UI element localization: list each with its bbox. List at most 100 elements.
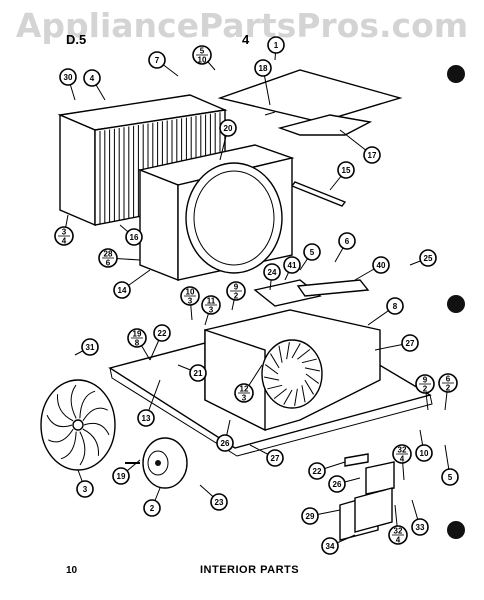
callout-c5c: 5	[441, 468, 459, 486]
callout-number: 30	[64, 73, 73, 82]
callout-c3a: 34	[54, 226, 74, 246]
callout-number: 23	[215, 498, 224, 507]
callout-c25: 25	[419, 249, 437, 267]
binder-hole-bottom	[447, 521, 465, 539]
callout-number: 25	[424, 254, 433, 263]
callout-c15: 15	[337, 161, 355, 179]
callout-number-top: 19	[133, 330, 142, 339]
fan-motor	[125, 437, 188, 489]
callout-c32a: 324	[392, 444, 412, 464]
callout-c9b: 92	[415, 374, 435, 394]
callout-number-bottom: 4	[400, 455, 405, 464]
callout-number-bottom: 3	[242, 394, 247, 403]
callout-number: 31	[86, 343, 95, 352]
callout-c1: 1	[267, 36, 285, 54]
callout-c6a: 6	[338, 232, 356, 250]
callout-number-bottom: 3	[209, 306, 214, 315]
diagram-caption: INTERIOR PARTS	[200, 564, 300, 576]
fan-blade	[40, 379, 116, 471]
callout-number: 3	[83, 485, 88, 494]
callout-c12: 123	[234, 383, 254, 403]
callout-c17: 17	[363, 146, 381, 164]
callout-number: 29	[306, 512, 315, 521]
callout-number-bottom: 10	[198, 56, 207, 65]
callout-c10: 103	[180, 286, 200, 306]
callout-number-top: 32	[394, 527, 403, 536]
callout-number: 22	[158, 329, 167, 338]
callout-number-top: 12	[240, 385, 249, 394]
callout-c41: 41	[283, 256, 301, 274]
air-baffle	[277, 114, 373, 136]
callout-number: 5	[448, 473, 453, 482]
callout-number: 34	[326, 542, 335, 551]
callout-number: 13	[142, 414, 151, 423]
callout-number-bottom: 2	[423, 385, 428, 394]
callout-number: 33	[416, 523, 425, 532]
callout-c24: 24	[263, 263, 281, 281]
page-number: 10	[66, 565, 78, 576]
callout-c26a: 26	[216, 434, 234, 452]
callout-number-top: 9	[423, 376, 428, 385]
callout-number: 16	[130, 233, 139, 242]
callout-number: 5	[310, 248, 315, 257]
binder-hole-top	[447, 65, 465, 83]
callout-number: 21	[194, 369, 203, 378]
callout-c22b: 22	[308, 462, 326, 480]
callout-number: 41	[288, 261, 297, 270]
callout-number-bottom: 2	[234, 292, 239, 301]
callout-c19b: 19	[112, 467, 130, 485]
callout-c28: 286	[98, 248, 118, 268]
callout-number: 14	[118, 286, 127, 295]
callout-number-bottom: 6	[106, 259, 111, 268]
callout-c27b: 27	[266, 449, 284, 467]
callout-c26b: 26	[328, 475, 346, 493]
corner-label-right: 4	[242, 32, 250, 47]
callout-c4: 4	[83, 69, 101, 87]
callout-number: 10	[420, 449, 429, 458]
callout-c40: 40	[372, 256, 390, 274]
callout-number-top: 28	[104, 250, 113, 259]
site-watermark: AppliancePartsPros.com	[15, 6, 469, 45]
callout-c3b: 3	[76, 480, 94, 498]
callout-c23: 23	[210, 493, 228, 511]
callout-c30: 30	[59, 68, 77, 86]
callout-number: 17	[368, 151, 377, 160]
callout-number-bottom: 4	[396, 536, 401, 545]
callout-number-top: 32	[398, 446, 407, 455]
callout-number: 4	[90, 74, 95, 83]
callout-number-top: 9	[234, 283, 239, 292]
callout-number: 24	[268, 268, 277, 277]
callout-number-top: 10	[186, 288, 195, 297]
control-bracket	[253, 279, 370, 307]
callout-c33: 33	[411, 518, 429, 536]
callout-number: 27	[406, 339, 415, 348]
callout-c29: 29	[301, 507, 319, 525]
callout-number-top: 5	[200, 47, 205, 56]
callout-number: 26	[333, 480, 342, 489]
callout-number-bottom: 4	[62, 237, 67, 246]
access-panels	[339, 453, 395, 541]
callout-number: 22	[313, 467, 322, 476]
callout-number-top: 3	[62, 228, 67, 237]
callout-number-bottom: 8	[135, 339, 140, 348]
callout-number: 2	[150, 504, 155, 513]
callout-c8: 8	[386, 297, 404, 315]
callout-number: 7	[155, 56, 160, 65]
callout-number: 40	[377, 261, 386, 270]
callout-number: 8	[393, 302, 398, 311]
fan-shroud	[137, 144, 295, 282]
callout-c27a: 27	[401, 334, 419, 352]
callout-c34: 34	[321, 537, 339, 555]
callout-c14: 14	[113, 281, 131, 299]
callout-c16: 16	[125, 228, 143, 246]
callout-c2: 2	[143, 499, 161, 517]
callout-number-bottom: 3	[188, 297, 193, 306]
callout-c9a: 92	[226, 281, 246, 301]
side-rail	[290, 181, 347, 207]
callout-c5b: 5	[303, 243, 321, 261]
callout-c20: 20	[219, 119, 237, 137]
callout-number: 27	[271, 454, 280, 463]
callout-c5a: 510	[192, 45, 212, 65]
callout-c21: 21	[189, 364, 207, 382]
